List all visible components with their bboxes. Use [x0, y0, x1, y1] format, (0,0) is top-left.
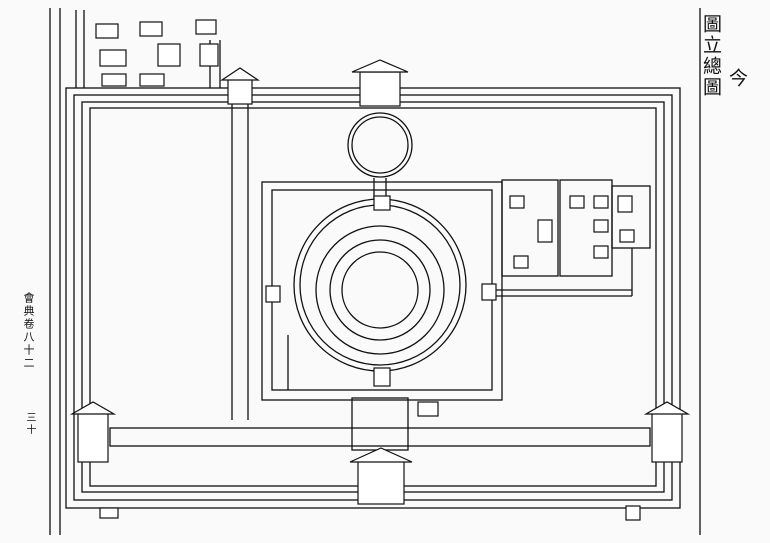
side-margin-label: 會典卷八十二 — [22, 292, 35, 370]
lower-corridor — [109, 427, 651, 447]
south-gate — [357, 459, 405, 505]
east-compound-3 — [611, 185, 651, 249]
outer-wall-4 — [89, 107, 657, 487]
altar-ring-mid — [315, 225, 445, 355]
north-round-hall — [347, 112, 413, 178]
inner-wall-outer — [261, 181, 503, 401]
title-line-1: 今 — [726, 68, 748, 89]
west-gate — [77, 411, 109, 463]
south-gate-court — [351, 397, 409, 451]
north-gate — [359, 71, 401, 107]
page-number: 三十 — [24, 412, 35, 436]
east-gate — [651, 411, 683, 463]
title-line-2: 圖立總圖 — [700, 14, 722, 98]
outer-wall-3 — [81, 101, 665, 493]
altar-ring-outer — [293, 198, 467, 372]
altar-ring-inner — [341, 251, 419, 329]
inner-wall-inner — [271, 189, 493, 391]
outer-wall-2 — [73, 94, 673, 501]
east-compound-1 — [501, 179, 559, 277]
outer-wall-1 — [65, 87, 681, 509]
nw-tower — [227, 77, 253, 105]
